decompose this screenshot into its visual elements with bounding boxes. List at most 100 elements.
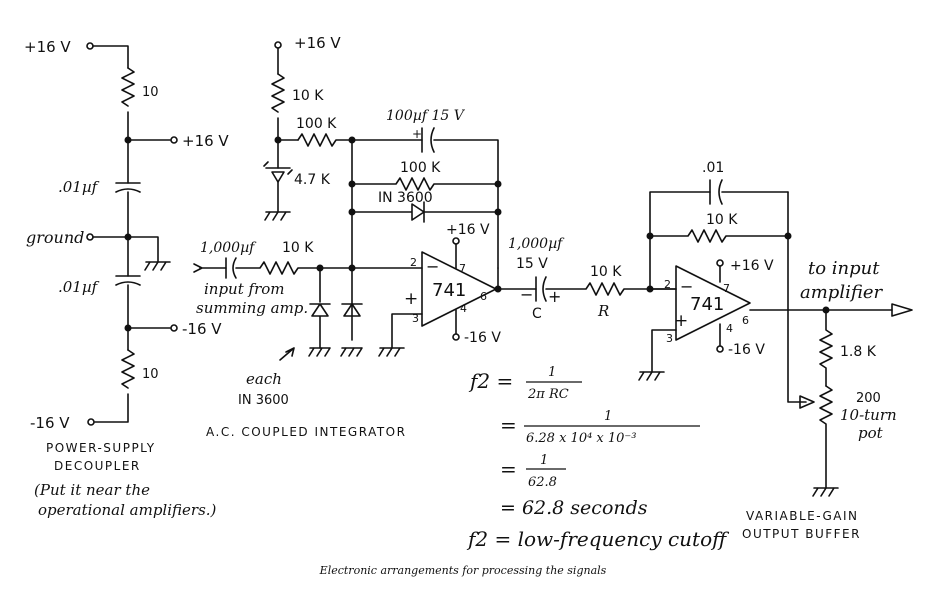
supply-title-2: DECOUPLER <box>54 459 141 473</box>
coupling-cap-name: C <box>532 306 542 322</box>
int-diode-fb-label: IN 3600 <box>378 190 433 206</box>
terminal-buffer-vplus <box>716 259 724 267</box>
resistor-buffer-fb <box>649 229 789 243</box>
resistor-supply-bottom <box>121 349 135 389</box>
int-input-r-label: 10 K <box>282 240 314 256</box>
supply-note-2: operational amplifiers.) <box>38 501 217 519</box>
int-pin7: 7 <box>459 262 466 275</box>
int-pin3: 3 <box>412 312 419 325</box>
buf-pin4: 4 <box>726 322 733 335</box>
terminal-neg-out <box>170 324 178 332</box>
wire-noninv <box>391 313 423 349</box>
int-each-2: IN 3600 <box>238 393 289 408</box>
resistor-supply-top <box>121 67 135 107</box>
wire-ground <box>92 236 159 263</box>
wire-feedback-right <box>433 139 499 269</box>
terminal-integrator-supply <box>274 41 282 49</box>
int-opamp-plus: + <box>404 289 418 309</box>
supply-title-1: POWER-SUPPLY <box>46 441 156 455</box>
resistor-1-8k <box>819 309 833 387</box>
coupling-cap-v-label: 15 V <box>516 256 548 272</box>
capacitor-supply-top <box>115 182 141 193</box>
ground-symbol <box>264 211 291 221</box>
resistor-100k-b <box>351 177 499 191</box>
node <box>348 264 356 272</box>
wire-buffer-fb-cap <box>649 191 789 290</box>
supply-neg-label: -16 V <box>30 414 70 432</box>
ground-symbol <box>812 487 839 497</box>
terminal-vplus <box>452 237 460 245</box>
coupling-cap-label: 1,000µf <box>508 236 565 252</box>
formula-l2-den: 6.28 x 10⁴ x 10⁻³ <box>526 431 637 446</box>
buf-pot-1: 200 <box>856 391 881 406</box>
ground-symbol <box>638 371 665 381</box>
buf-vminus-label: -16 V <box>728 342 765 358</box>
buf-pot-2: 10-turn <box>840 406 897 424</box>
formula-l2-num: 1 <box>604 409 612 424</box>
diode-each-1 <box>309 267 331 349</box>
coupling-r-name: R <box>597 302 609 320</box>
resistor-100k-a <box>297 133 423 147</box>
int-opamp-minus: − <box>426 257 439 276</box>
buf-title-1: VARIABLE-GAIN <box>746 509 859 523</box>
diode-feedback <box>351 201 499 223</box>
ground-symbol <box>308 347 331 357</box>
buf-pot-3: pot <box>858 424 884 442</box>
coupling-cap-plus: + <box>548 287 561 306</box>
ground-symbol <box>378 347 405 357</box>
supply-note-1: (Put it near the <box>34 481 150 499</box>
int-title: A.C. COUPLED INTEGRATOR <box>206 425 406 439</box>
supply-pos-out-label: +16 V <box>182 132 229 150</box>
int-cap-plus: + <box>412 127 422 141</box>
variable-gain-output-buffer: .01 10 K 741 − + +16 V -16 V 2 3 4 6 7 t… <box>638 160 913 541</box>
int-opamp-label: 741 <box>432 280 466 301</box>
int-pin4: 4 <box>460 302 467 315</box>
terminal-pos-top <box>86 42 94 50</box>
terminal-ground <box>86 233 94 241</box>
terminal-pos-out <box>170 136 178 144</box>
coupling-network: 1,000µf 15 V − + C 10 K R <box>508 236 677 322</box>
resistor-input <box>235 261 423 275</box>
buf-r-out-label: 1.8 K <box>840 344 877 360</box>
formula-l1-den: 2π RC <box>527 387 569 402</box>
int-input-label-2: summing amp. <box>196 299 308 317</box>
formula-l1-num: 1 <box>548 365 556 380</box>
coupling-cap-minus: − <box>520 285 533 304</box>
opamp-buffer <box>675 265 751 341</box>
buf-pin3: 3 <box>666 332 673 345</box>
wire-buffer-noninv <box>651 329 677 373</box>
power-supply-decoupler: +16 V 10 +16 V .01µf ground .01µf -16 V … <box>24 38 229 519</box>
supply-r-bottom-label: 10 <box>142 367 159 382</box>
formula-l3-eq: = <box>500 457 517 481</box>
int-pin6: 6 <box>480 290 487 303</box>
int-r100k-a-label: 100 K <box>296 116 337 132</box>
formula-block: f2 = 1 2π RC = 1 6.28 x 10⁴ x 10⁻³ = 1 6… <box>466 365 730 551</box>
wire-supply-top <box>92 45 129 69</box>
output-arrow <box>891 303 913 317</box>
int-each-1: each <box>246 370 282 388</box>
resistor-10k <box>271 73 285 113</box>
buf-pin2: 2 <box>664 278 671 291</box>
capacitor-buffer <box>709 179 723 205</box>
buf-r-label: 10 K <box>706 212 738 228</box>
int-r100k-b-label: 100 K <box>400 160 441 176</box>
int-vminus-label: -16 V <box>464 330 501 346</box>
terminal-vminus <box>452 333 460 341</box>
supply-neg-out-label: -16 V <box>182 320 222 338</box>
int-vplus-label: +16 V <box>446 222 490 238</box>
buf-opamp-plus: + <box>674 311 688 331</box>
ac-coupled-integrator: +16 V 10 K 100 K 4.7 K 100µf 15 V + 100 … <box>193 34 537 439</box>
potentiometer <box>819 385 833 489</box>
buf-opamp-minus: − <box>680 277 693 296</box>
int-pin2: 2 <box>410 256 417 269</box>
int-input-cap-label: 1,000µf <box>200 240 257 256</box>
supply-cap-top-label: .01µf <box>58 178 100 196</box>
wire-supply-bottom <box>94 393 129 423</box>
terminal-buffer-vminus <box>716 345 724 353</box>
buf-opamp-label: 741 <box>690 294 724 315</box>
capacitor-100uf <box>421 127 435 153</box>
terminal-neg-top <box>87 418 95 426</box>
supply-pos-label: +16 V <box>24 38 71 56</box>
buf-pin7: 7 <box>723 282 730 295</box>
